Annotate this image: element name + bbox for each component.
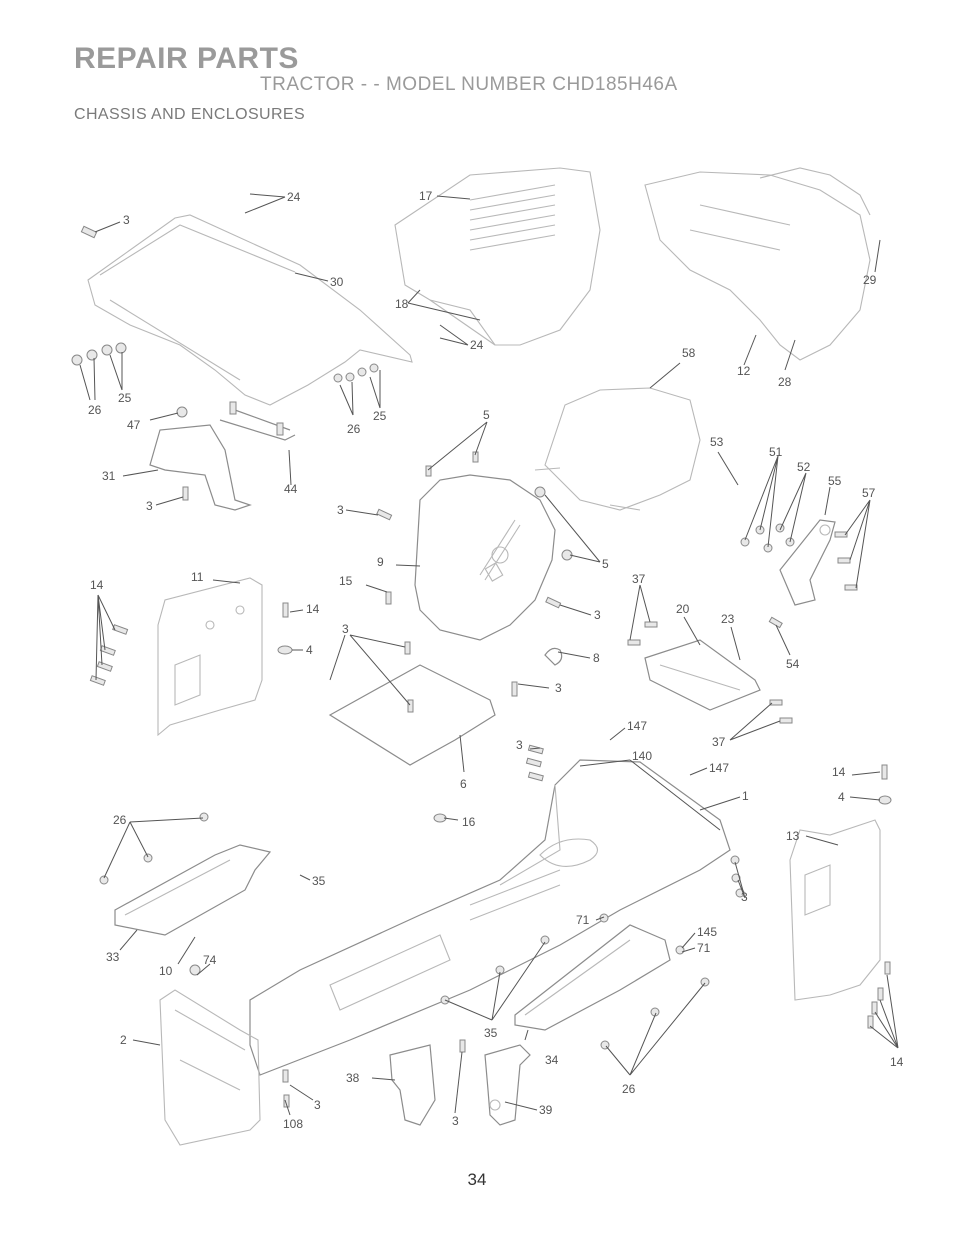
callout-17: 17 — [419, 189, 433, 203]
callout-71: 71 — [697, 941, 711, 955]
callout-3: 3 — [314, 1098, 321, 1112]
callout-26: 26 — [113, 813, 127, 827]
side-panel-right-drawing — [789, 819, 881, 1001]
callout-3: 3 — [555, 681, 562, 695]
firewall-plate-drawing — [414, 474, 556, 641]
callout-14: 14 — [90, 578, 104, 592]
callout-2: 2 — [120, 1033, 127, 1047]
callout-25: 25 — [118, 391, 132, 405]
callout-20: 20 — [676, 602, 690, 616]
callout-38: 38 — [346, 1071, 360, 1085]
hardware-fasteners — [71, 225, 892, 1108]
callout-35: 35 — [312, 874, 326, 888]
callout-5: 5 — [483, 408, 490, 422]
callout-55: 55 — [828, 474, 842, 488]
bracket-31-drawing — [149, 424, 252, 511]
callout-4: 4 — [306, 643, 313, 657]
callout-37: 37 — [632, 572, 646, 586]
callout-18: 18 — [395, 297, 409, 311]
rear-panel-drawing — [159, 989, 261, 1146]
callout-26: 26 — [622, 1082, 636, 1096]
callout-71: 71 — [576, 913, 590, 927]
bracket-44-drawing — [219, 401, 296, 441]
callout-14: 14 — [832, 765, 846, 779]
callout-labels: 24 17 3 30 29 18 24 58 12 28 26 25 25 26… — [88, 189, 904, 1131]
callout-3: 3 — [594, 608, 601, 622]
callout-147: 147 — [709, 761, 729, 775]
callout-6: 6 — [460, 777, 467, 791]
callout-10: 10 — [159, 964, 173, 978]
callout-26: 26 — [347, 422, 361, 436]
callout-1: 1 — [742, 789, 749, 803]
callout-29: 29 — [863, 273, 877, 287]
callout-47: 47 — [127, 418, 141, 432]
callout-74: 74 — [203, 953, 217, 967]
callout-3: 3 — [452, 1114, 459, 1128]
callout-3: 3 — [123, 213, 130, 227]
hood-panel-drawing — [87, 214, 413, 406]
model-subtitle: TRACTOR - - MODEL NUMBER CHD185H46A — [260, 74, 678, 95]
bracket-20-drawing — [644, 639, 761, 711]
callout-3: 3 — [342, 622, 349, 636]
engine-hood-drawing — [394, 167, 601, 346]
floor-plate-drawing — [328, 664, 496, 766]
footrest-right-drawing — [514, 924, 671, 1031]
callout-54: 54 — [786, 657, 800, 671]
callout-3: 3 — [337, 503, 344, 517]
dash-console-drawing — [534, 387, 701, 511]
main-frame-drawing — [249, 759, 731, 1076]
callout-3: 3 — [146, 499, 153, 513]
callout-9: 9 — [377, 555, 384, 569]
callout-5: 5 — [602, 557, 609, 571]
callout-26: 26 — [88, 403, 102, 417]
grille-nose-drawing — [644, 167, 871, 361]
callout-24: 24 — [470, 338, 484, 352]
callout-28: 28 — [778, 375, 792, 389]
callout-4: 4 — [838, 790, 845, 804]
callout-145: 145 — [697, 925, 717, 939]
section-heading: CHASSIS AND ENCLOSURES — [74, 106, 306, 123]
page-title: REPAIR PARTS — [74, 42, 299, 75]
callout-12: 12 — [737, 364, 751, 378]
callout-25: 25 — [373, 409, 387, 423]
callout-14: 14 — [306, 602, 320, 616]
callout-3: 3 — [516, 738, 523, 752]
page-number: 34 — [467, 1170, 487, 1189]
callout-11: 11 — [191, 570, 204, 584]
leader-lines — [79, 193, 899, 1116]
callout-37: 37 — [712, 735, 726, 749]
callout-52: 52 — [797, 460, 811, 474]
bracket-39-drawing — [484, 1044, 531, 1126]
callout-3: 3 — [741, 890, 748, 904]
callout-16: 16 — [462, 815, 476, 829]
callout-33: 33 — [106, 950, 120, 964]
callout-147: 147 — [627, 719, 647, 733]
callout-30: 30 — [330, 275, 344, 289]
callout-57: 57 — [862, 486, 876, 500]
callout-14: 14 — [890, 1055, 904, 1069]
pedal-bracket-drawing — [779, 519, 836, 606]
callout-23: 23 — [721, 612, 735, 626]
callout-8: 8 — [593, 651, 600, 665]
callout-108: 108 — [283, 1117, 303, 1131]
side-panel-left-drawing — [157, 577, 263, 737]
callout-13: 13 — [786, 829, 800, 843]
callout-58: 58 — [682, 346, 696, 360]
callout-15: 15 — [339, 574, 353, 588]
callout-31: 31 — [102, 469, 116, 483]
footrest-left-drawing — [114, 844, 272, 936]
callout-34: 34 — [545, 1053, 559, 1067]
callout-24: 24 — [287, 190, 301, 204]
callout-53: 53 — [710, 435, 724, 449]
callout-140: 140 — [632, 749, 652, 763]
bracket-38-drawing — [389, 1044, 436, 1126]
callout-35: 35 — [484, 1026, 498, 1040]
callout-39: 39 — [539, 1103, 553, 1117]
callout-51: 51 — [769, 445, 783, 459]
callout-44: 44 — [284, 482, 298, 496]
